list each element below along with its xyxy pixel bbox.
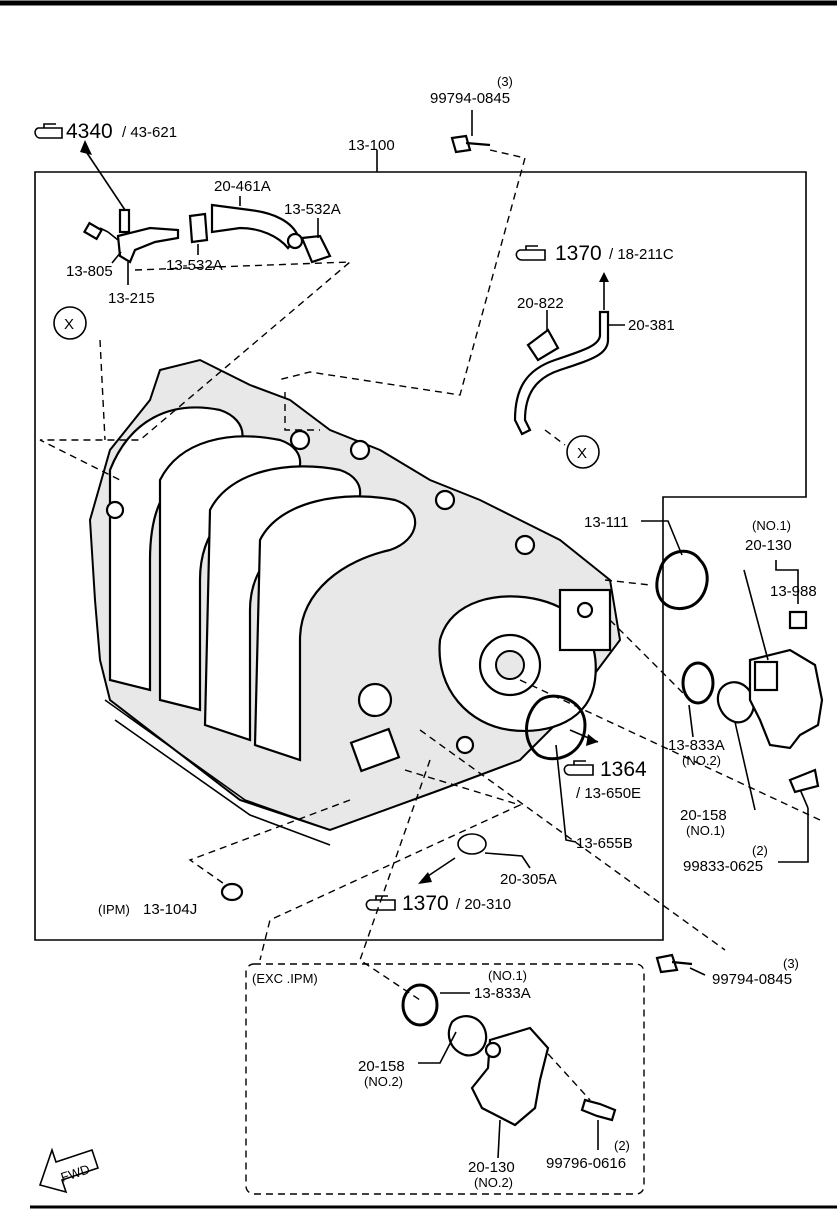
ref-1370b-sub: / 20-310 [456, 896, 511, 913]
arrow-head-1370b [418, 872, 432, 884]
part-number: 99794-0845 [712, 971, 792, 988]
hand-pointer-icon [365, 895, 396, 911]
sub-label: (NO.1) [752, 518, 791, 533]
x-label: X [64, 316, 74, 333]
ref-1370a-num[interactable]: 1370 [555, 242, 602, 265]
arrow-head-4340 [80, 140, 92, 155]
gasket-20-305A [457, 833, 487, 855]
part-number: 20-130 [468, 1159, 515, 1176]
gasket-13-111 [655, 549, 709, 611]
part-number: 13-111 [584, 514, 628, 531]
part-number: 13-833A [668, 737, 725, 754]
part-number: 20-305A [500, 871, 557, 888]
part-number: 99796-0616 [546, 1155, 626, 1172]
water-outlet-no1 [716, 610, 824, 809]
part-number: 20-158 [358, 1058, 405, 1075]
part-number: 13-833A [474, 985, 531, 1002]
qty-label: (3) [497, 74, 513, 89]
qty-label: (3) [783, 956, 799, 971]
part-number: 13-988 [770, 583, 817, 600]
part-number: 20-130 [745, 537, 792, 554]
bolt-top [450, 134, 491, 154]
o-ring-13-833A-top [681, 661, 715, 705]
ref-1370b-num[interactable]: 1370 [402, 892, 449, 915]
part-number: 13-532A [166, 257, 223, 274]
x-marker-1 [53, 306, 87, 340]
solid-leaders [84, 110, 809, 1159]
part-number: 13-100 [348, 137, 395, 154]
ref-1364-sub: / 13-650E [576, 785, 641, 802]
sub-label: (EXC .IPM) [252, 971, 318, 986]
part-number: 13-104J [143, 901, 197, 918]
x-label: X [577, 445, 587, 462]
sub-label: (IPM) [98, 902, 130, 917]
gasket-13-655B [524, 694, 587, 761]
bolt-bottom [655, 953, 693, 974]
o-ring-13-833A-bot [401, 983, 439, 1027]
part-number: 99794-0845 [430, 90, 510, 107]
fwd-arrow-icon [38, 1147, 100, 1194]
sub-label: (NO.2) [364, 1074, 403, 1089]
exc-ipm-box [245, 963, 645, 1195]
qty-label: (2) [752, 843, 768, 858]
water-outlet-no2 [447, 1015, 617, 1127]
sub-label: (NO.1) [686, 823, 725, 838]
part-number: 13-655B [576, 835, 633, 852]
ref-4340-num[interactable]: 4340 [66, 120, 113, 143]
assembly-frame [34, 171, 807, 941]
pcv-assembly [82, 203, 332, 264]
part-number: 13-532A [284, 201, 341, 218]
part-number: 99833-0625 [683, 858, 763, 875]
breather-pipe [513, 272, 610, 446]
x-marker-2 [566, 435, 600, 469]
qty-label: (2) [614, 1138, 630, 1153]
hand-pointer-icon [34, 123, 63, 139]
intake-manifold [88, 358, 622, 846]
part-number: 20-461A [214, 178, 271, 195]
part-number: 13-215 [108, 290, 155, 307]
hand-pointer-icon [563, 760, 594, 776]
part-number: 20-822 [517, 295, 564, 312]
sub-label: (NO.2) [682, 753, 721, 768]
sub-label: (NO.1) [488, 968, 527, 983]
ref-1370a-sub: / 18-211C [609, 246, 674, 263]
dashed-leaders [39, 149, 821, 1101]
arrow-head-1364 [586, 734, 598, 746]
fwd-label: FWD [59, 1161, 92, 1184]
plug-13-104J [220, 882, 244, 902]
hand-pointer-icon [515, 245, 546, 261]
part-number: 20-158 [680, 807, 727, 824]
sub-label: (NO.2) [474, 1175, 513, 1190]
part-number: 13-805 [66, 263, 113, 280]
part-number: 20-381 [628, 317, 675, 334]
ref-4340-sub: / 43-621 [122, 124, 177, 141]
ref-1364-num[interactable]: 1364 [600, 758, 647, 781]
